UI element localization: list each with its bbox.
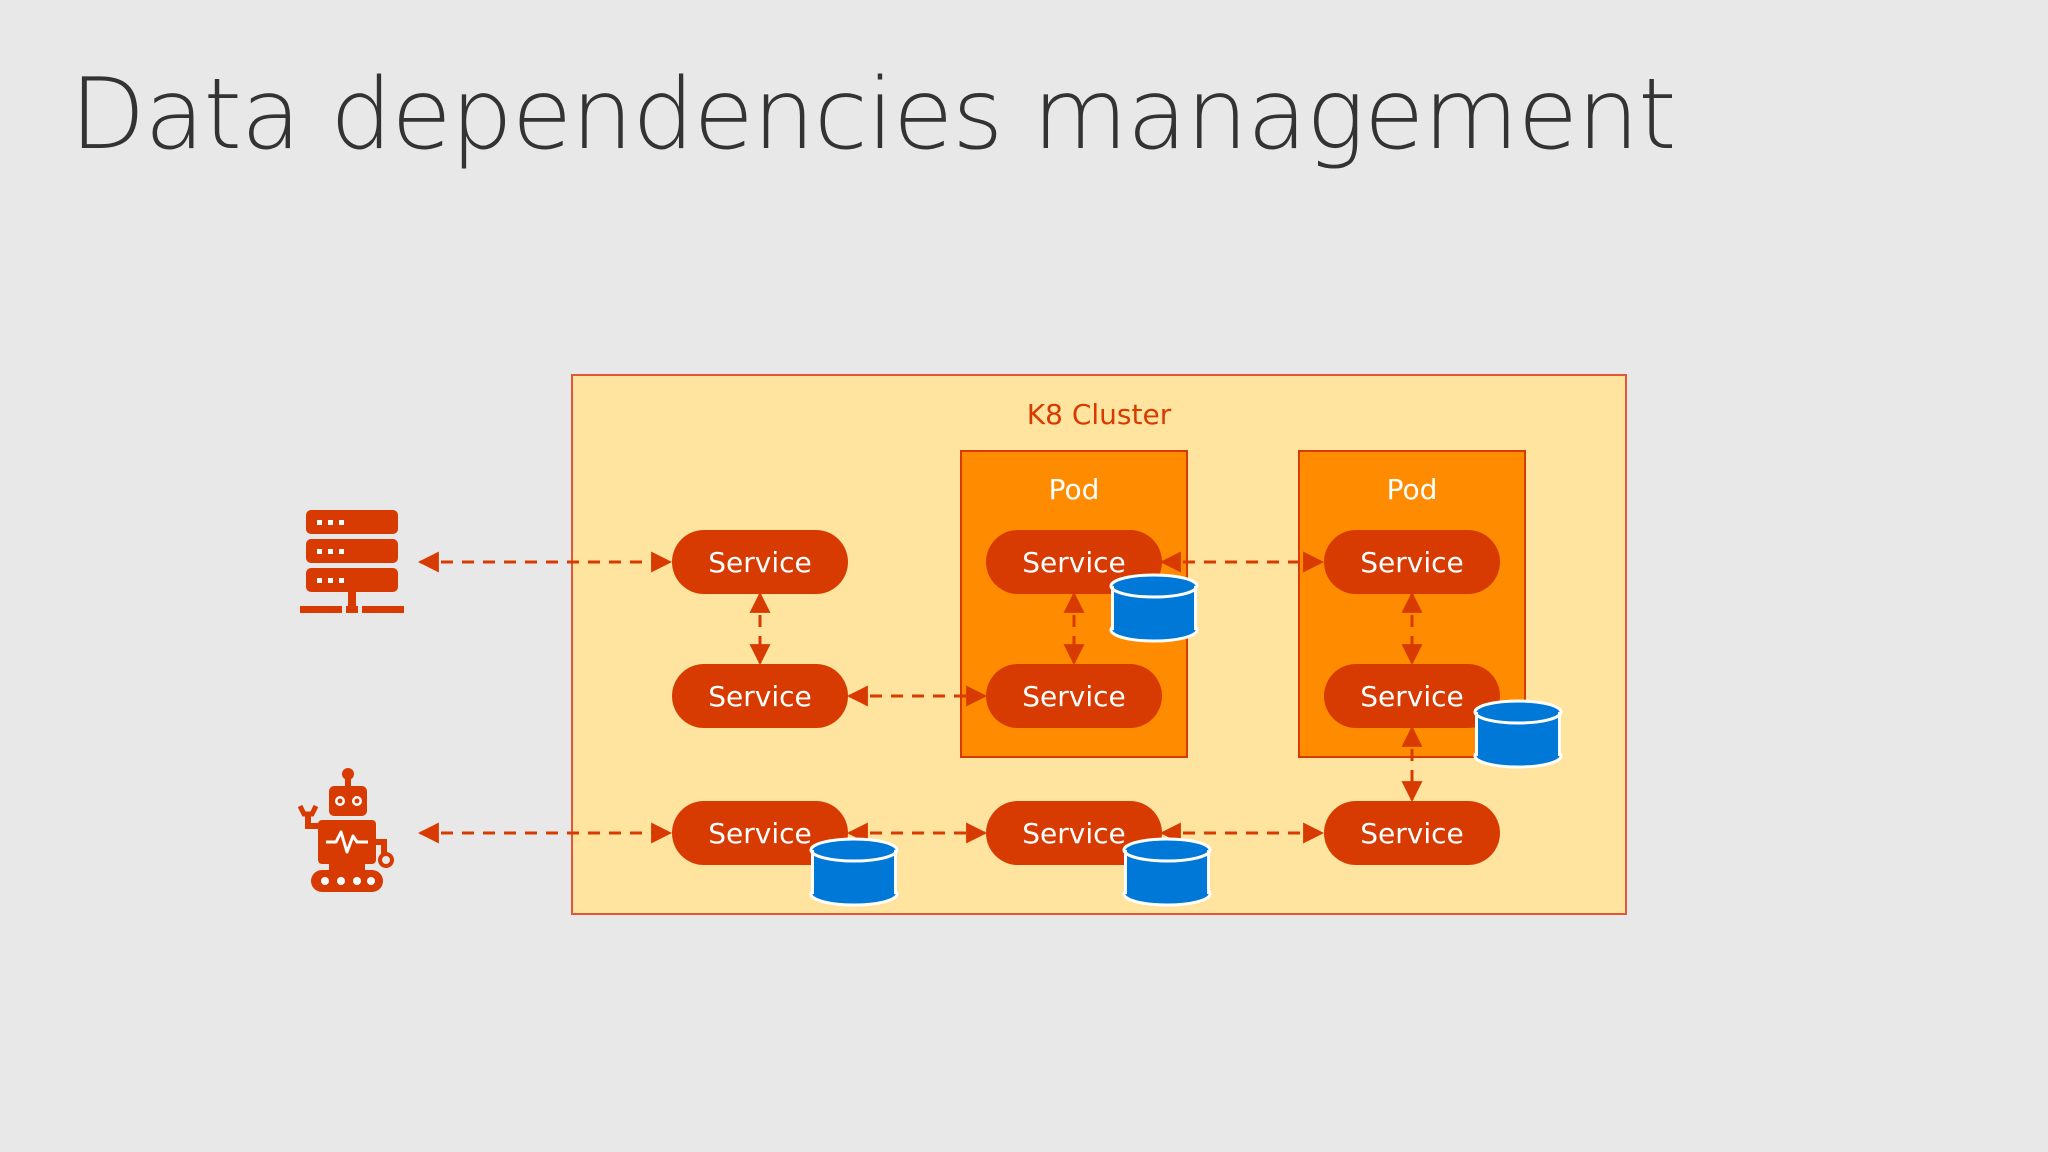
pod-2-label: Pod [1387,473,1438,506]
database-icon [1122,837,1212,907]
service-label: Service [1360,817,1463,850]
slide-title: Data dependencies management [70,58,1677,172]
service-node: Service [986,664,1162,728]
service-node: Service [672,801,848,865]
service-node: Service [672,664,848,728]
database-icon [1109,573,1199,643]
service-label: Service [1360,680,1463,713]
service-label: Service [708,680,811,713]
service-label: Service [1022,680,1125,713]
service-node: Service [986,801,1162,865]
service-label: Service [708,817,811,850]
service-node: Service [1324,801,1500,865]
service-node: Service [672,530,848,594]
pod-1-label: Pod [1049,473,1100,506]
service-label: Service [1022,546,1125,579]
server-icon [300,510,404,613]
service-node: Service [986,530,1162,594]
database-icon [809,837,899,907]
service-node: Service [1324,530,1500,594]
service-label: Service [1360,546,1463,579]
service-node: Service [1324,664,1500,728]
service-label: Service [708,546,811,579]
cluster-label: K8 Cluster [1027,398,1172,431]
database-icon [1473,699,1563,769]
service-label: Service [1022,817,1125,850]
robot-icon [297,768,394,892]
